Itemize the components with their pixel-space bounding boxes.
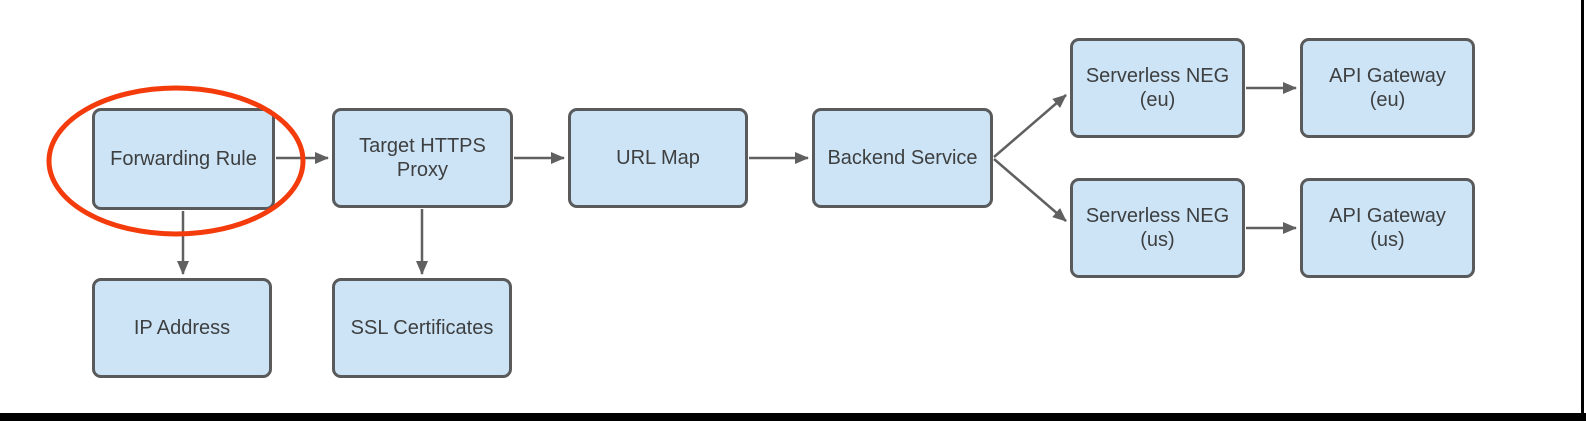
node-ssl-certificates[interactable]: SSL Certificates	[332, 278, 512, 378]
node-url-map[interactable]: URL Map	[568, 108, 748, 208]
node-api-gateway-eu[interactable]: API Gateway (eu)	[1300, 38, 1475, 138]
edge-backendservice-neg-eu	[993, 94, 1067, 158]
node-api-gateway-eu-label: API Gateway (eu)	[1329, 64, 1446, 111]
window-border-bottom	[0, 413, 1586, 421]
node-ip-address[interactable]: IP Address	[92, 278, 272, 378]
edge-backendservice-neg-us	[993, 158, 1067, 222]
node-backend-service-label: Backend Service	[827, 146, 978, 169]
window-border-right	[1581, 0, 1584, 421]
node-forwarding-rule-label: Forwarding Rule	[110, 147, 257, 170]
node-serverless-neg-us-label: Serverless NEG (us)	[1085, 204, 1230, 251]
node-api-gateway-us[interactable]: API Gateway (us)	[1300, 178, 1475, 278]
node-forwarding-rule[interactable]: Forwarding Rule	[92, 108, 275, 210]
node-serverless-neg-eu-label: Serverless NEG (eu)	[1085, 64, 1230, 111]
node-backend-service[interactable]: Backend Service	[812, 108, 993, 208]
node-serverless-neg-us[interactable]: Serverless NEG (us)	[1070, 178, 1245, 278]
node-ip-address-label: IP Address	[133, 316, 231, 339]
node-url-map-label: URL Map	[616, 146, 700, 169]
node-api-gateway-us-label: API Gateway (us)	[1329, 204, 1446, 251]
node-target-https-proxy[interactable]: Target HTTPS Proxy	[332, 108, 513, 208]
node-ssl-certificates-label: SSL Certificates	[350, 316, 494, 339]
node-serverless-neg-eu[interactable]: Serverless NEG (eu)	[1070, 38, 1245, 138]
node-target-https-proxy-label: Target HTTPS Proxy	[359, 134, 486, 181]
